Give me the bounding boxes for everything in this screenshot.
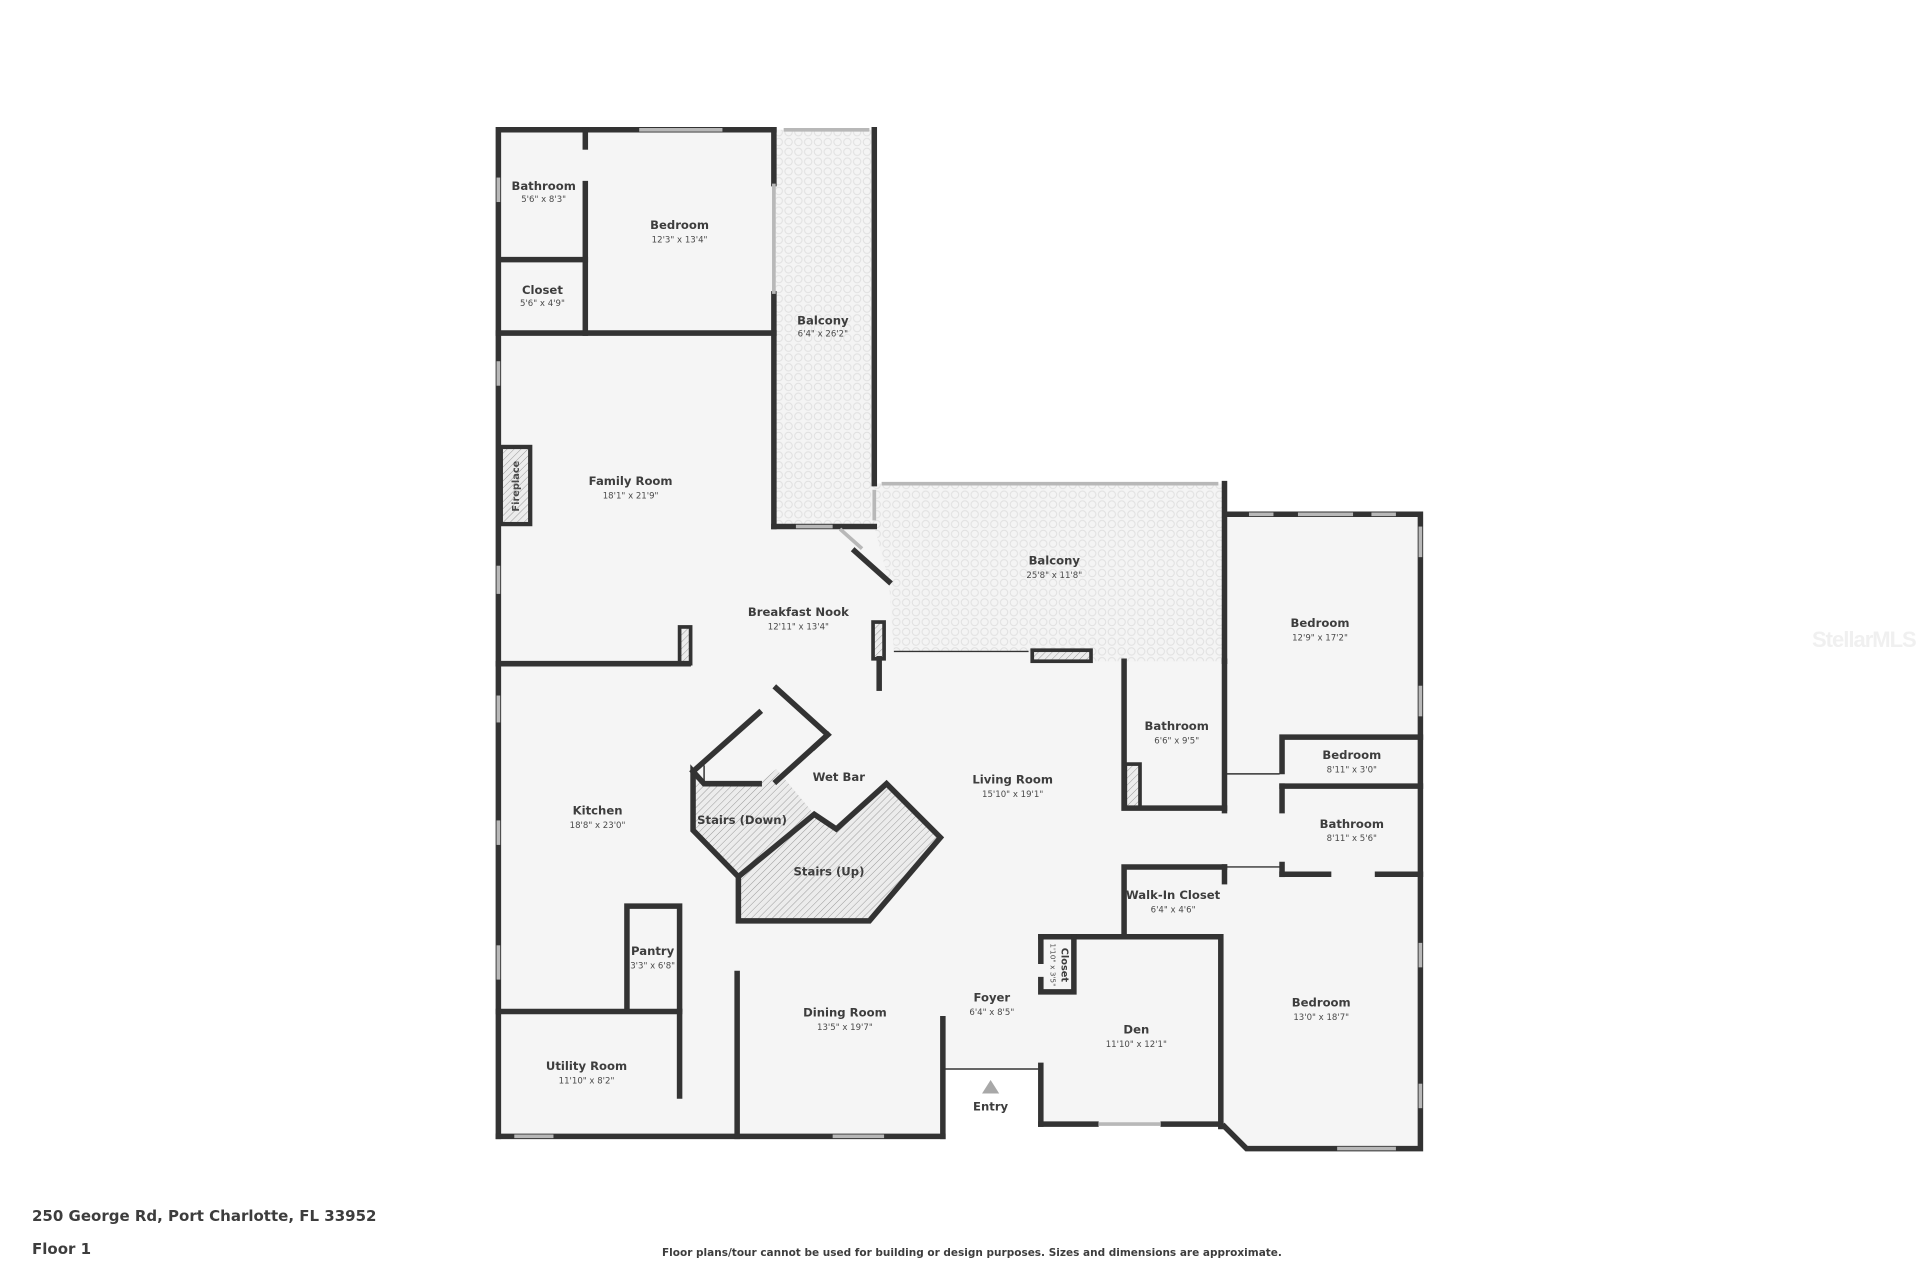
svg-text:Walk-In Closet: Walk-In Closet bbox=[1126, 888, 1221, 902]
svg-text:6'4" x 4'6": 6'4" x 4'6" bbox=[1151, 905, 1196, 915]
counter-block bbox=[1030, 648, 1093, 664]
svg-text:12'9" x 17'2": 12'9" x 17'2" bbox=[1292, 633, 1348, 643]
svg-text:Bedroom: Bedroom bbox=[1292, 996, 1351, 1010]
room-stairs-down: Stairs (Down) bbox=[697, 813, 787, 827]
svg-text:Utility Room: Utility Room bbox=[546, 1059, 627, 1073]
room-wet-bar: Wet Bar bbox=[813, 770, 866, 784]
svg-text:Bathroom: Bathroom bbox=[511, 179, 575, 193]
svg-text:11'10" x 8'2": 11'10" x 8'2" bbox=[559, 1077, 615, 1087]
fireplace-label: Fireplace bbox=[511, 460, 522, 511]
svg-text:6'4" x 8'5": 6'4" x 8'5" bbox=[969, 1008, 1014, 1018]
svg-text:12'11" x 13'4": 12'11" x 13'4" bbox=[768, 622, 829, 632]
svg-text:Bedroom: Bedroom bbox=[1322, 748, 1381, 762]
stairs-down-area bbox=[693, 768, 815, 877]
svg-text:Bedroom: Bedroom bbox=[650, 218, 709, 232]
svg-text:18'8" x 23'0": 18'8" x 23'0" bbox=[570, 821, 626, 831]
column-block bbox=[1123, 762, 1142, 811]
svg-text:Living Room: Living Room bbox=[972, 773, 1053, 787]
room-bathroom-nw: Bathroom 5'6" x 8'3" bbox=[511, 179, 575, 205]
svg-text:Breakfast Nook: Breakfast Nook bbox=[748, 605, 849, 619]
room-balcony-north: Balcony 6'4" x 26'2" bbox=[797, 313, 849, 339]
svg-text:11'10" x 12'1": 11'10" x 12'1" bbox=[1106, 1040, 1167, 1050]
svg-text:12'3" x 13'4": 12'3" x 13'4" bbox=[652, 235, 708, 245]
room-labels: Bathroom 5'6" x 8'3" Closet 5'6" x 4'9" Be… bbox=[511, 179, 1384, 1114]
svg-text:Balcony: Balcony bbox=[1029, 553, 1081, 567]
room-balcony-east: Balcony 25'8" x 11'8" bbox=[1026, 553, 1082, 580]
room-bedroom-ne: Bedroom 12'9" x 17'2" bbox=[1291, 616, 1350, 643]
stairs-up-area bbox=[738, 783, 941, 921]
entry-arrow-icon bbox=[982, 1080, 1000, 1094]
svg-text:Balcony: Balcony bbox=[797, 313, 849, 327]
svg-text:Dining Room: Dining Room bbox=[803, 1005, 887, 1019]
svg-text:Foyer: Foyer bbox=[974, 991, 1011, 1005]
svg-text:Closet: Closet bbox=[522, 283, 563, 297]
room-bedroom-nw: Bedroom 12'3" x 13'4" bbox=[650, 218, 709, 245]
room-kitchen: Kitchen 18'8" x 23'0" bbox=[570, 803, 626, 830]
svg-text:Den: Den bbox=[1123, 1022, 1149, 1036]
svg-text:3'3" x 6'8": 3'3" x 6'8" bbox=[630, 962, 675, 972]
svg-text:13'5" x 19'7": 13'5" x 19'7" bbox=[817, 1023, 873, 1033]
column-block bbox=[871, 620, 886, 661]
room-dining-room: Dining Room 13'5" x 19'7" bbox=[803, 1005, 887, 1032]
entry-label: Entry bbox=[973, 1100, 1009, 1114]
room-walk-in-closet: Walk-In Closet 6'4" x 4'6" bbox=[1126, 888, 1221, 915]
svg-text:5'6" x 8'3": 5'6" x 8'3" bbox=[521, 195, 566, 205]
svg-text:Family Room: Family Room bbox=[589, 474, 673, 488]
svg-text:13'0" x 18'7": 13'0" x 18'7" bbox=[1293, 1013, 1349, 1023]
svg-text:15'10" x 19'1": 15'10" x 19'1" bbox=[982, 790, 1043, 800]
svg-text:Bathroom: Bathroom bbox=[1320, 817, 1384, 831]
svg-text:Kitchen: Kitchen bbox=[573, 803, 623, 817]
watermark: StellarMLS bbox=[1812, 627, 1917, 652]
room-bedroom-se: Bedroom 13'0" x 18'7" bbox=[1292, 996, 1351, 1023]
door-openings bbox=[703, 650, 1280, 1070]
svg-text:8'11" x 5'6": 8'11" x 5'6" bbox=[1327, 834, 1377, 844]
walls bbox=[495, 127, 1424, 1152]
svg-text:Closet: Closet bbox=[1059, 948, 1070, 983]
room-bathroom-center: Bathroom 6'6" x 9'5" bbox=[1145, 719, 1209, 746]
balcony-east-area bbox=[874, 483, 1225, 662]
property-address: 250 George Rd, Port Charlotte, FL 33952 bbox=[32, 1207, 377, 1225]
room-den: Den 11'10" x 12'1" bbox=[1106, 1022, 1167, 1049]
floor-label: Floor 1 bbox=[32, 1240, 92, 1258]
svg-text:Bathroom: Bathroom bbox=[1145, 719, 1209, 733]
room-closet-nw: Closet 5'6" x 4'9" bbox=[520, 283, 565, 309]
room-bathroom-east: Bathroom 8'11" x 5'6" bbox=[1320, 817, 1384, 844]
balcony-north-area bbox=[773, 129, 875, 527]
svg-text:6'6" x 9'5": 6'6" x 9'5" bbox=[1154, 736, 1199, 746]
svg-text:1'10" x 3'5": 1'10" x 3'5" bbox=[1049, 943, 1058, 986]
room-family-room: Family Room 18'1" x 21'9" bbox=[589, 474, 673, 501]
svg-text:18'1" x 21'9": 18'1" x 21'9" bbox=[603, 491, 659, 501]
room-living-room: Living Room 15'10" x 19'1" bbox=[972, 773, 1053, 800]
svg-text:6'4" x 26'2": 6'4" x 26'2" bbox=[798, 330, 848, 340]
room-pantry: Pantry 3'3" x 6'8" bbox=[630, 944, 675, 971]
svg-text:Pantry: Pantry bbox=[631, 944, 675, 958]
room-bedroom-small: Bedroom 8'11" x 3'0" bbox=[1322, 748, 1381, 775]
disclaimer: Floor plans/tour cannot be used for buil… bbox=[662, 1247, 1282, 1259]
room-foyer: Foyer 6'4" x 8'5" bbox=[969, 991, 1014, 1018]
svg-text:Bedroom: Bedroom bbox=[1291, 616, 1350, 630]
svg-text:5'6" x 4'9": 5'6" x 4'9" bbox=[520, 299, 565, 309]
room-stairs-up: Stairs (Up) bbox=[794, 865, 865, 879]
windows bbox=[496, 127, 1423, 1151]
svg-text:25'8" x 11'8": 25'8" x 11'8" bbox=[1026, 571, 1082, 581]
svg-text:8'11" x 3'0": 8'11" x 3'0" bbox=[1327, 766, 1377, 776]
room-utility-room: Utility Room 11'10" x 8'2" bbox=[546, 1059, 627, 1086]
room-breakfast-nook: Breakfast Nook 12'11" x 13'4" bbox=[748, 605, 849, 632]
column-block bbox=[677, 625, 693, 666]
